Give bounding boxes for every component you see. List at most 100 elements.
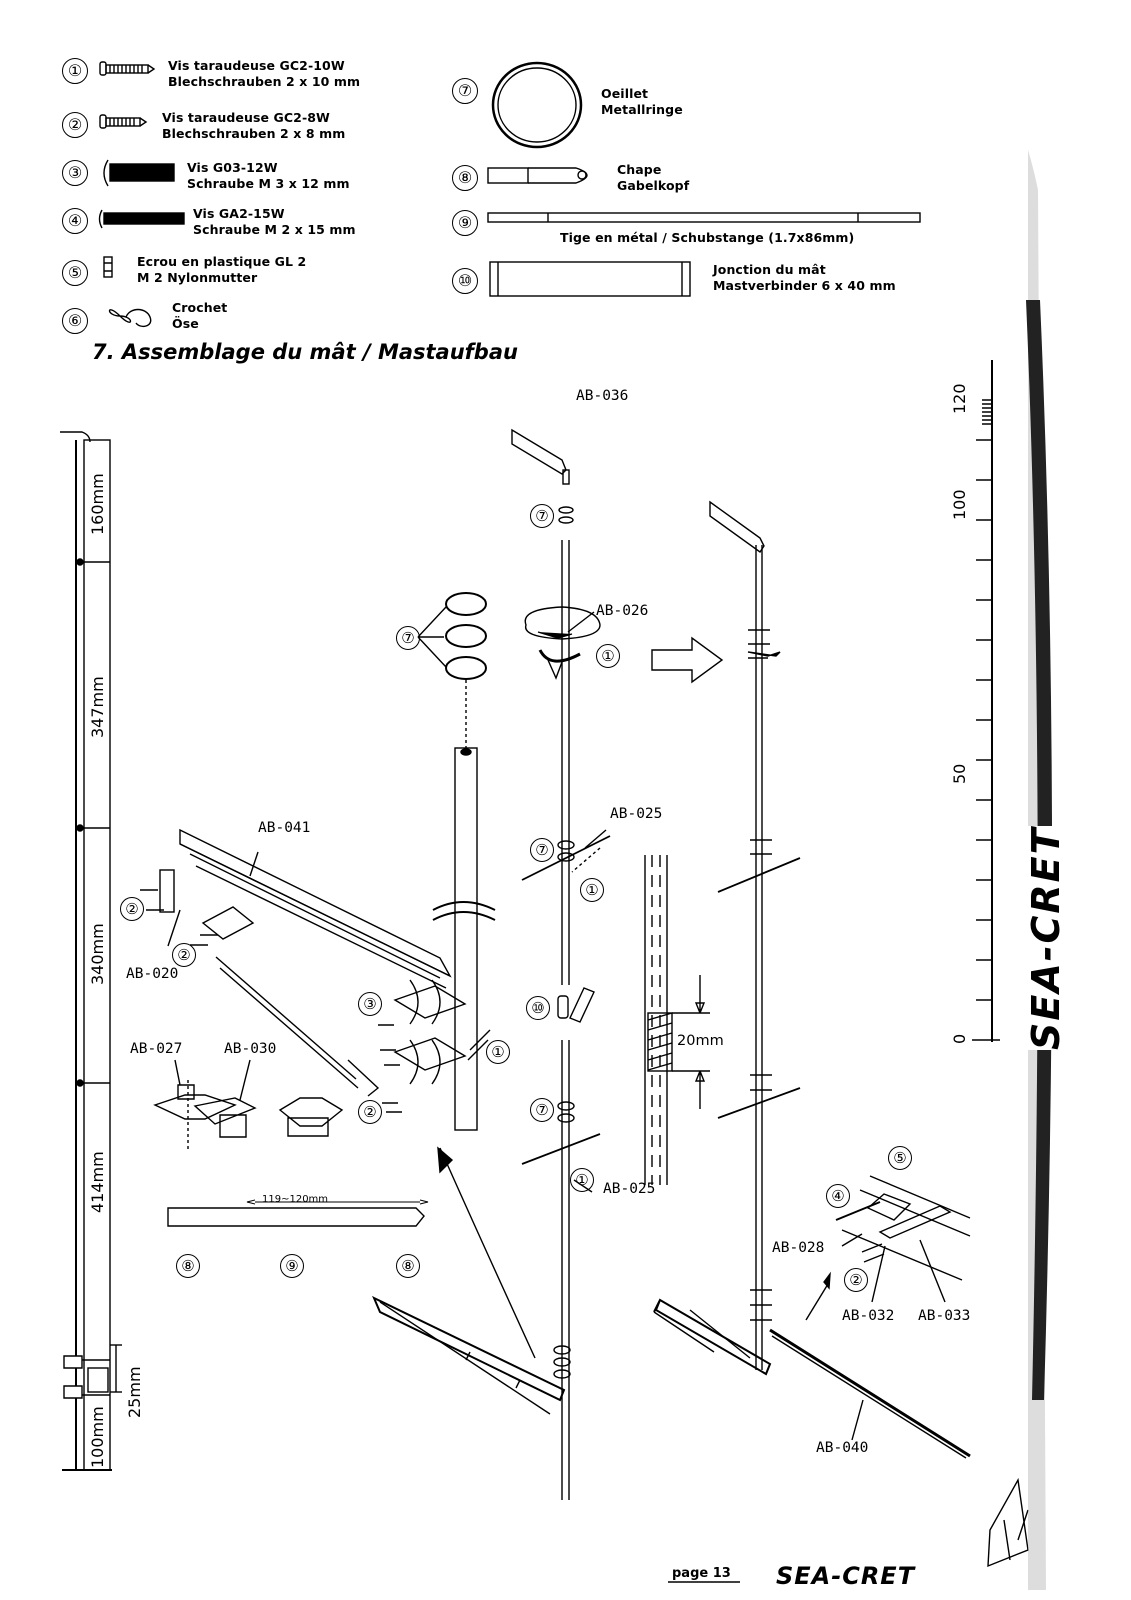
part-7-spec: Metallringe xyxy=(601,102,683,117)
boom-assembly xyxy=(140,828,491,1113)
part-number-6: ⑥ xyxy=(62,308,88,334)
part-number-5: ⑤ xyxy=(62,260,88,286)
part-8-name: Chape xyxy=(617,162,662,177)
label-ab025-upper: AB-025 xyxy=(610,806,663,822)
tube-icon xyxy=(489,261,691,297)
part-5-name: Ecrou en plastique GL 2 xyxy=(137,254,307,269)
part-1-name: Vis taraudeuse GC2-10W xyxy=(168,58,345,73)
section-title: 7. Assemblage du mât / Mastaufbau xyxy=(92,340,518,364)
ring-icon xyxy=(491,61,583,149)
label-ab032: AB-032 xyxy=(842,1308,895,1324)
linkage-rod xyxy=(167,1199,429,1227)
ruler-scale xyxy=(972,360,1000,1042)
part-6-name: Crochet xyxy=(172,300,228,315)
label-ab020: AB-020 xyxy=(126,966,179,982)
callout-10: ⑩ xyxy=(526,996,550,1020)
callout-1-top: ① xyxy=(596,644,620,668)
part-9-description: Tige en métal / Schubstange (1.7x86mm) xyxy=(560,230,855,245)
part-2-spec: Blechschrauben 2 x 8 mm xyxy=(162,126,346,141)
footer-brand: SEA-CRET xyxy=(776,1562,916,1590)
bolt-icon xyxy=(98,209,185,229)
label-rod-length: 119~120mm xyxy=(262,1194,329,1205)
mast-dim-414: 414mm xyxy=(88,1151,107,1213)
center-mast xyxy=(372,428,611,1500)
mast-dim-160: 160mm xyxy=(88,473,107,535)
part-5-spec: M 2 Nylonmutter xyxy=(137,270,258,285)
part-number-10: ⑩ xyxy=(452,268,478,294)
callout-1-boom: ① xyxy=(486,1040,510,1064)
callout-8-right: ⑧ xyxy=(396,1254,420,1278)
callout-2-boom-b: ② xyxy=(172,943,196,967)
part-number-7: ⑦ xyxy=(452,78,478,104)
lower-mast xyxy=(417,592,496,1131)
ruler-label-0: 0 xyxy=(950,1033,969,1044)
part-1-spec: Blechschrauben 2 x 10 mm xyxy=(168,74,361,89)
label-ab028: AB-028 xyxy=(772,1240,825,1256)
callout-2-boom-c: ② xyxy=(358,1100,382,1124)
screw-icon xyxy=(99,114,148,129)
nut-icon xyxy=(103,256,113,278)
callout-2-detail: ② xyxy=(844,1268,868,1292)
part-number-4: ④ xyxy=(62,208,88,234)
ruler-label-120: 120 xyxy=(950,383,969,414)
part-3-name: Vis G03-12W xyxy=(187,160,278,175)
part-number-8: ⑧ xyxy=(452,165,478,191)
assembled-mast xyxy=(653,500,801,1376)
ruler-label-100: 100 xyxy=(950,489,969,520)
joint-detail xyxy=(644,855,710,1185)
label-joint-length: 20mm xyxy=(677,1033,724,1049)
callout-1-mid: ① xyxy=(580,878,604,902)
gooseneck-detail xyxy=(769,1175,971,1459)
callout-7-mid: ⑦ xyxy=(530,838,554,862)
label-ab041: AB-041 xyxy=(258,820,311,836)
mast-dim-100: 100mm xyxy=(88,1406,107,1468)
page-number: page 13 xyxy=(672,1566,731,1581)
part-2-name: Vis taraudeuse GC2-8W xyxy=(162,110,330,125)
part-number-3: ③ xyxy=(62,160,88,186)
hook-icon xyxy=(108,308,152,328)
fittings xyxy=(153,1059,344,1152)
callout-1-low: ① xyxy=(570,1168,594,1192)
part-10-name: Jonction du mât xyxy=(713,262,826,277)
part-3-spec: Schraube M 3 x 12 mm xyxy=(187,176,350,191)
part-8-spec: Gabelkopf xyxy=(617,178,690,193)
arrow-right-icon xyxy=(651,636,724,684)
callout-8-left: ⑧ xyxy=(176,1254,200,1278)
screw-icon xyxy=(99,61,156,76)
label-ab025-lower: AB-025 xyxy=(603,1181,656,1197)
callout-9: ⑨ xyxy=(280,1254,304,1278)
mast-dim-25: 25mm xyxy=(125,1366,144,1418)
callout-3: ③ xyxy=(358,992,382,1016)
callout-7-top: ⑦ xyxy=(530,504,554,528)
part-4-name: Vis GA2-15W xyxy=(193,206,285,221)
mast-dim-347: 347mm xyxy=(88,676,107,738)
part-number-9: ⑨ xyxy=(452,210,478,236)
label-ab033: AB-033 xyxy=(918,1308,971,1324)
mast-elevation xyxy=(60,431,122,1471)
part-4-spec: Schraube M 2 x 15 mm xyxy=(193,222,356,237)
part-6-spec: Öse xyxy=(172,316,199,331)
label-ab040: AB-040 xyxy=(816,1440,869,1456)
callout-2-boom-a: ② xyxy=(120,897,144,921)
label-ab027: AB-027 xyxy=(130,1041,183,1057)
rod-icon xyxy=(487,212,921,223)
side-brand-text: SEA-CRET xyxy=(1024,826,1068,1050)
sailboat-logo xyxy=(987,1477,1029,1568)
part-10-spec: Mastverbinder 6 x 40 mm xyxy=(713,278,896,293)
callout-5: ⑤ xyxy=(888,1146,912,1170)
label-ab036: AB-036 xyxy=(576,388,629,404)
callout-7-low: ⑦ xyxy=(530,1098,554,1122)
ruler-label-50: 50 xyxy=(950,763,969,784)
clevis-icon xyxy=(487,167,588,184)
mast-dim-340: 340mm xyxy=(88,923,107,985)
curved-arrow-icon xyxy=(439,1147,536,1359)
callout-7-rings: ⑦ xyxy=(396,626,420,650)
